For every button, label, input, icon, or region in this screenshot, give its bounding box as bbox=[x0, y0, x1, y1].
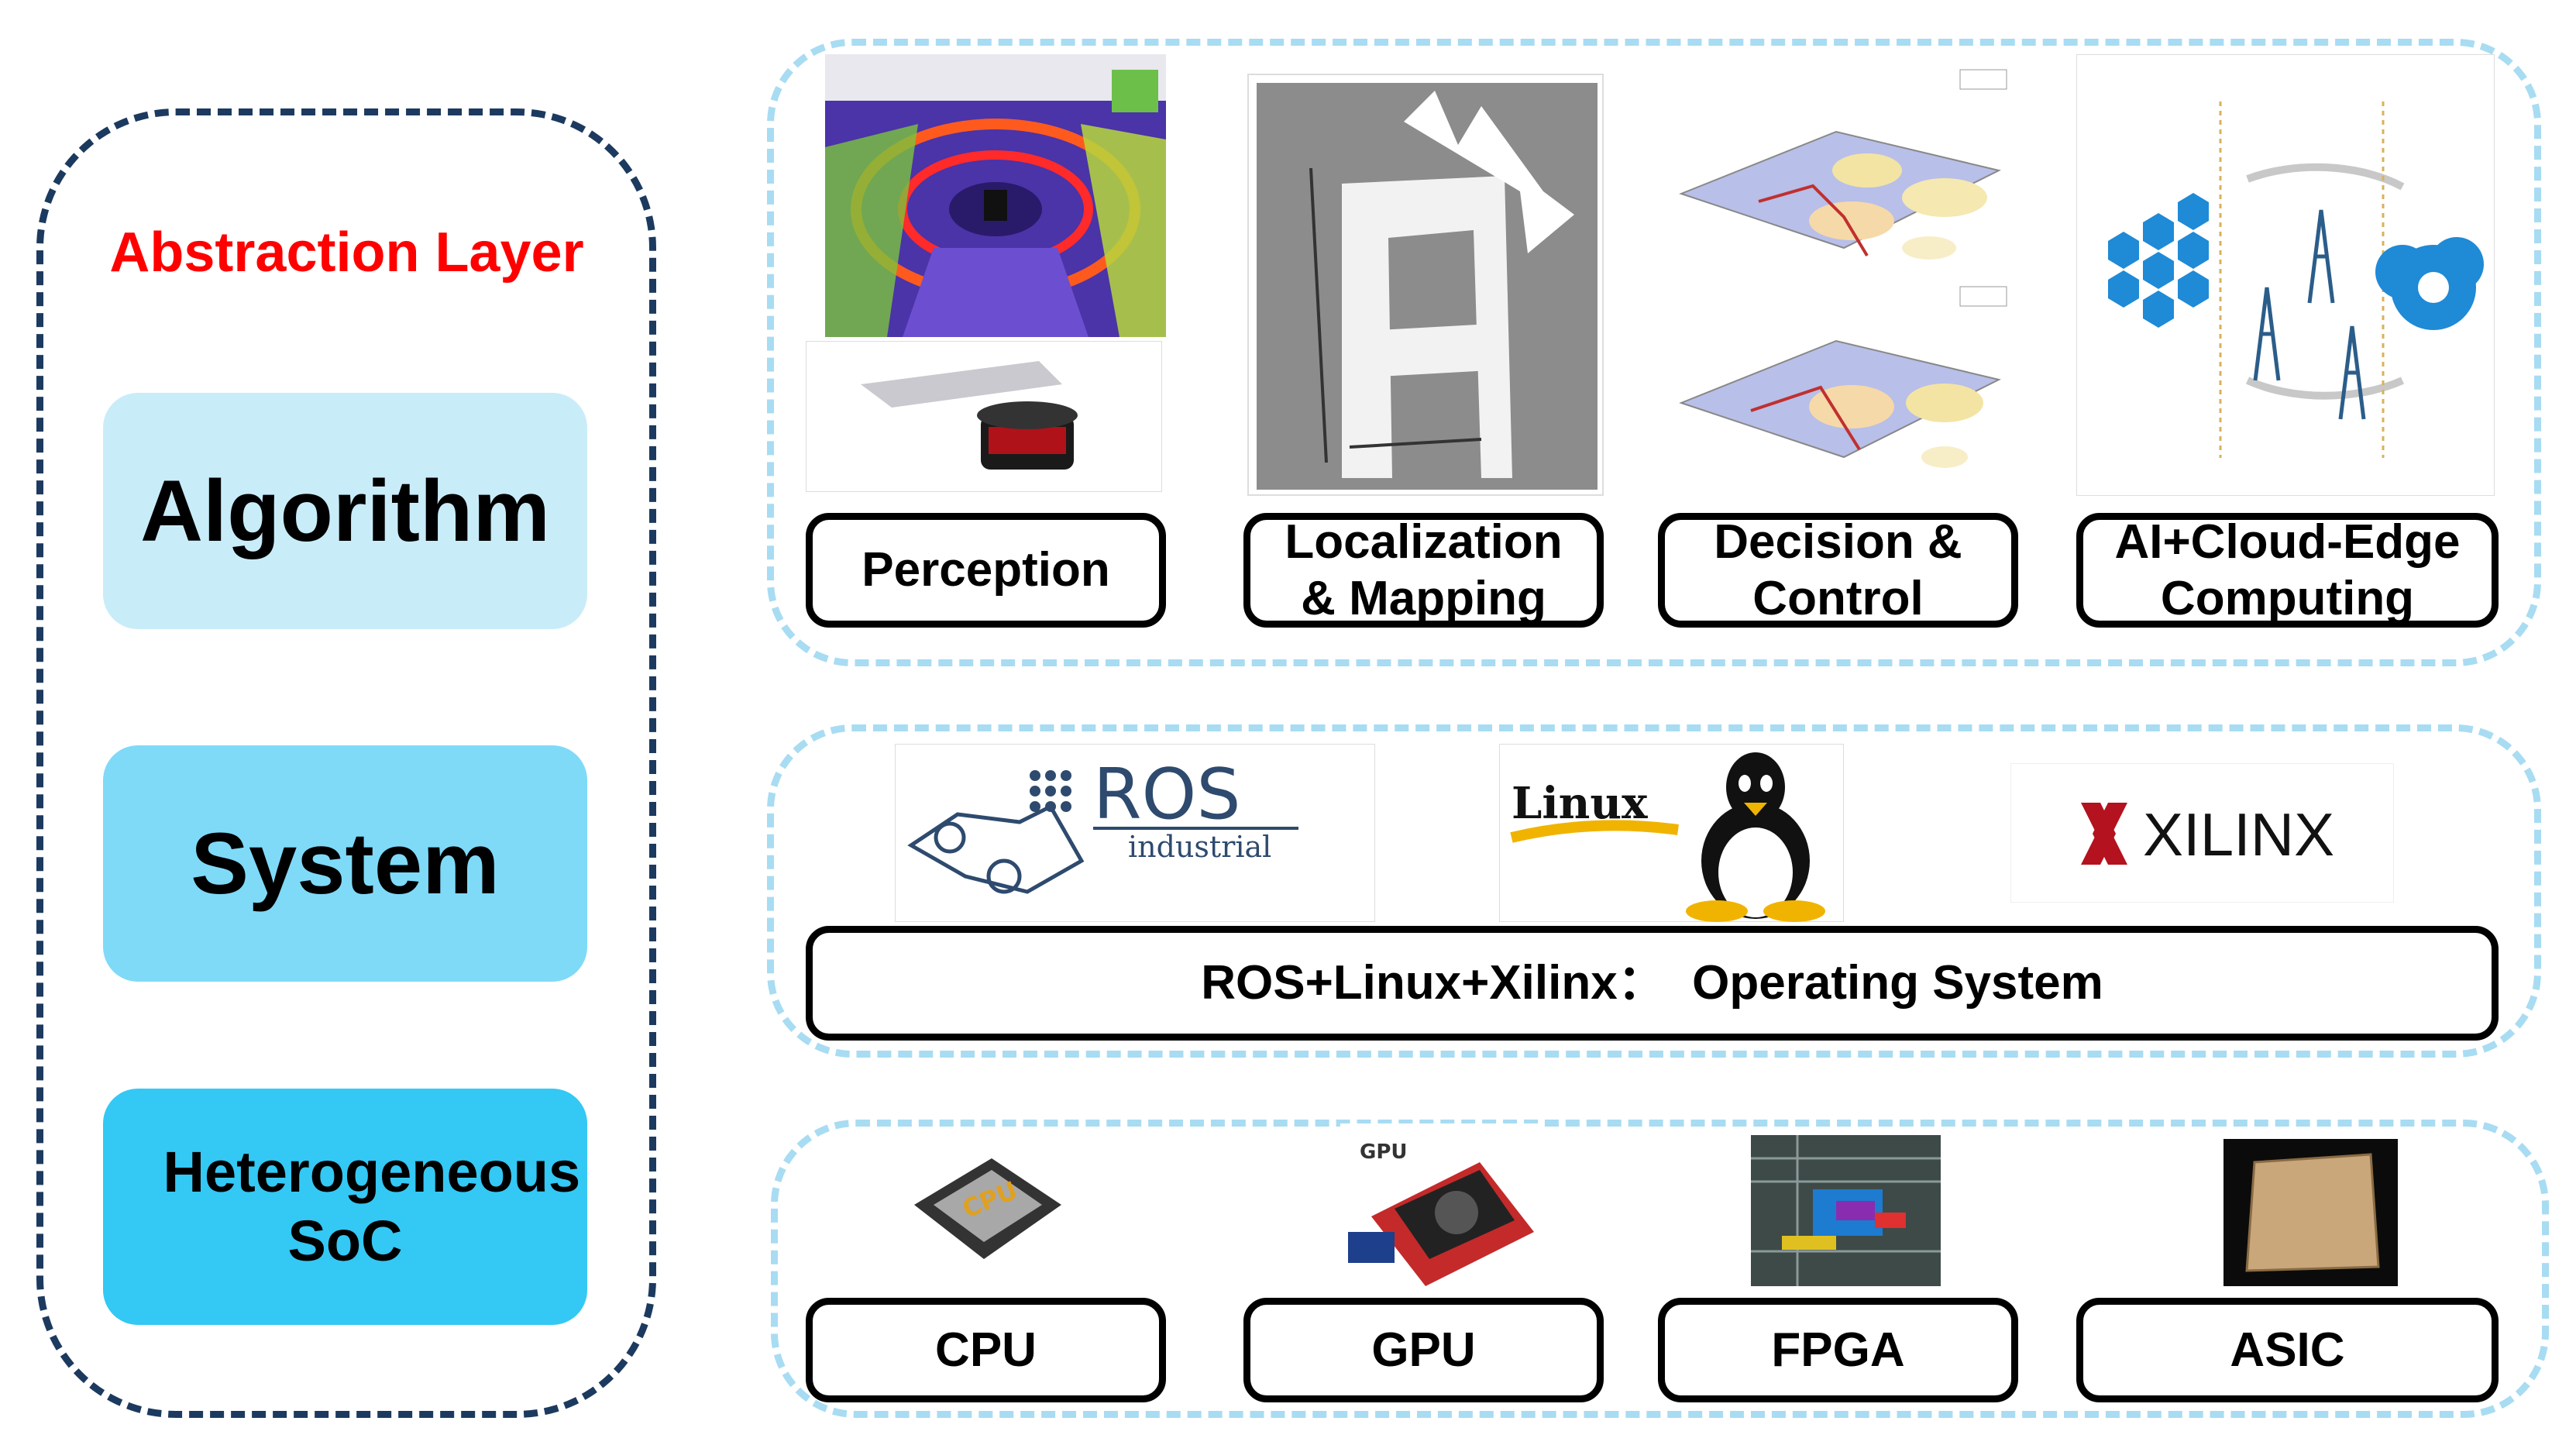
decision-surface-plot-top bbox=[1666, 62, 2014, 287]
soc-layer-box: Heterogeneous SoC bbox=[103, 1089, 587, 1325]
fpga-label: FPGA bbox=[1658, 1298, 2018, 1402]
soc-layer-label: Heterogeneous SoC bbox=[163, 1139, 581, 1273]
lidar-sensor-image bbox=[806, 341, 1162, 492]
ros-logo-subtitle: industrial bbox=[1128, 830, 1271, 864]
cloud-edge-network-image bbox=[2076, 54, 2495, 496]
ros-logo-title: ROS bbox=[1093, 754, 1241, 835]
hardware-group bbox=[771, 1120, 2549, 1418]
localization-mapping-text: Localization & Mapping bbox=[1285, 514, 1563, 625]
ai-cloud-edge-text: AI+Cloud-Edge Computing bbox=[2114, 514, 2461, 625]
system-layer-box: System bbox=[103, 745, 587, 982]
gpu-label: GPU bbox=[1243, 1298, 1604, 1402]
fpga-board-image bbox=[1751, 1135, 1941, 1286]
gpu-card-image: GPU bbox=[1340, 1123, 1542, 1290]
linux-logo: Linux bbox=[1499, 744, 1844, 922]
system-group bbox=[767, 724, 2541, 1058]
lidar-pointcloud-image bbox=[825, 54, 1166, 337]
asic-die-image bbox=[2223, 1139, 2398, 1286]
ai-cloud-edge-label: AI+Cloud-Edge Computing bbox=[2076, 513, 2499, 628]
gpu-card-text: GPU bbox=[1360, 1141, 1408, 1164]
cpu-chip-image: CPU bbox=[891, 1135, 1077, 1290]
ros-industrial-logo: ROS industrial bbox=[895, 744, 1375, 922]
occupancy-map-image bbox=[1247, 74, 1604, 496]
perception-label: Perception bbox=[806, 513, 1166, 628]
asic-label: ASIC bbox=[2076, 1298, 2499, 1402]
algorithm-group bbox=[767, 39, 2541, 666]
decision-control-label: Decision & Control bbox=[1658, 513, 2018, 628]
decision-control-text: Decision & Control bbox=[1714, 514, 1962, 625]
cpu-label: CPU bbox=[806, 1298, 1166, 1402]
abstraction-panel bbox=[36, 108, 656, 1418]
xilinx-logo-text: XILINX bbox=[2143, 800, 2334, 869]
xilinx-logo: XILINX bbox=[2010, 763, 2394, 903]
abstraction-layer-title: Abstraction Layer bbox=[109, 222, 584, 284]
decision-surface-plot-bottom bbox=[1666, 279, 2014, 488]
algorithm-layer-box: Algorithm bbox=[103, 393, 587, 629]
operating-system-label: ROS+Linux+Xilinx： Operating System bbox=[806, 926, 2499, 1041]
localization-mapping-label: Localization & Mapping bbox=[1243, 513, 1604, 628]
